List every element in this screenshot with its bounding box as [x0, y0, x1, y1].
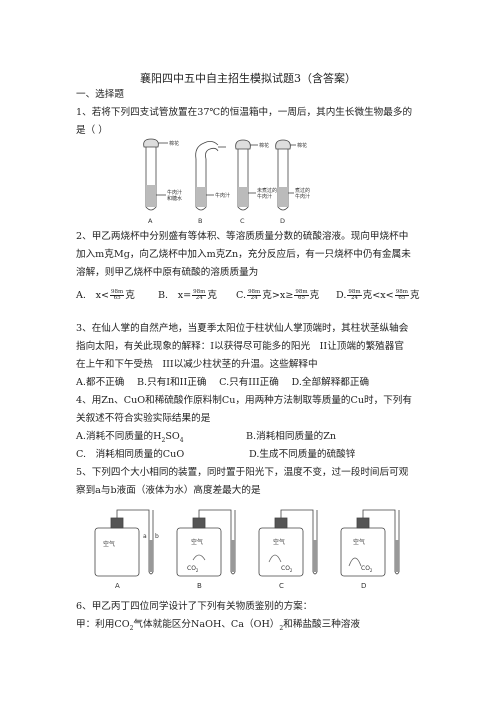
q3-line3: 在上午和下午受热 III以减少柱状茎的升温。这些解释中 [76, 359, 318, 370]
label-cotton-a: 棉花 [169, 140, 179, 147]
q2-a-den: 65 [113, 295, 121, 301]
bottle-a-air: 空气 [103, 540, 115, 548]
label-broth-c-1: 未煮过的 [257, 187, 277, 194]
label-broth-d-1: 煮过的 [295, 187, 310, 194]
q5-line1: 5、下列四个大小相同的装置，同时置于阳光下，温度不变，过一段时间后可观 [76, 467, 409, 478]
q2-line3: 溶解，则甲乙烧杯中原有硫酸的溶质质量为 [76, 267, 259, 278]
q2-d-mid: 克<x< [362, 290, 394, 301]
q6-line1: 6、甲乙丙丁四位同学设计了下列有关物质鉴别的方案： [76, 601, 313, 612]
bottle-d [340, 509, 400, 577]
bottle-label-a: A [115, 582, 120, 590]
q2-c-num1: 98m [247, 289, 262, 296]
bottle-d-co2: CO2 [361, 565, 373, 573]
q2-b-den: 24 [195, 295, 203, 301]
tube-label-d: D [280, 217, 285, 225]
q2-d-den1: 24 [351, 295, 359, 301]
q2-a-prefix: A. x< [76, 290, 110, 301]
tube-label-b: B [198, 217, 202, 225]
test-tubes-figure: 棉花 牛肉汁 和糖水 牛肉汁 棉花 未煮过的 牛肉汁 棉花 煮过的 牛肉汁 A … [143, 138, 310, 225]
q1-line2: 是（ ） [76, 125, 108, 136]
q2-c-suffix: 克 [309, 290, 320, 301]
q2-c-prefix: C. [236, 290, 247, 301]
q6-text-1: 甲：利用CO [76, 619, 130, 630]
q4-a-text: A.消耗不同质量的H [76, 431, 162, 442]
q4-option-d: D.生成不同质量的硫酸锌 [249, 449, 356, 460]
q2-d-prefix: D. [336, 290, 347, 301]
tube-label-a: A [148, 217, 153, 225]
label-broth-a: 牛肉汁 [167, 189, 182, 196]
bottle-label-c: C [279, 582, 284, 590]
q2-c-num2: 98m [294, 289, 309, 296]
label-cotton-d: 棉花 [297, 142, 307, 149]
q2-d-num2: 98m [394, 289, 409, 296]
q2-a-num: 98m [110, 289, 125, 296]
bottle-b-air: 空气 [191, 538, 203, 546]
q4-option-a: A.消耗不同质量的H2SO4 [76, 430, 184, 443]
q3-line2: 指向太阳，有关此现象的解释：I以获得尽可能多的阳光 II让顶端的繁殖器官 [76, 341, 404, 352]
label-broth-d-2: 牛肉汁 [295, 193, 310, 200]
q2-d-suffix: 克 [409, 290, 420, 301]
bottle-c-co2: CO2 [281, 565, 293, 573]
q2-b-prefix: B. x= [158, 290, 192, 301]
section-heading: 一、选择题 [76, 89, 124, 100]
bottle-c-air: 空气 [273, 538, 285, 546]
q2-a-suffix: 克 [125, 290, 135, 301]
q3-line1: 3、在仙人掌的自然产地，当夏季太阳位于柱状仙人掌顶端时，其柱状茎纵轴会 [76, 323, 409, 334]
q4-option-b: B.消耗相同质量的Zn [246, 431, 337, 442]
q4-option-c: C. 消耗相同质量的CuO [76, 449, 185, 460]
q6-line2: 甲：利用CO2气体就能区分NaOH、Ca（OH）2和稀盐酸三种溶液 [76, 618, 360, 631]
q4-line2: 关叙述不符合实验实际结果的是 [76, 413, 211, 424]
bottle-a-b-label: b [155, 533, 159, 540]
q2-d-num1: 98m [347, 289, 362, 296]
q2-c-den1: 24 [250, 295, 258, 301]
q2-b-num: 98m [192, 289, 207, 296]
q4-a-text-2: SO [165, 431, 180, 442]
q2-line1: 2、甲乙两烧杯中分别盛有等体积、等溶质质量分数的硫酸溶液。现向甲烧杯中 [76, 231, 409, 242]
bottle-label-b: B [197, 582, 202, 590]
q6-text-2: 气体就能区分NaOH、Ca（OH） [133, 619, 280, 630]
label-broth-a-2: 和糖水 [167, 195, 182, 202]
q4-a-sub-2: 4 [179, 436, 184, 444]
page-title: 襄阳四中五中自主招生模拟试题3（含答案） [140, 72, 356, 85]
q2-b-suffix: 克 [207, 290, 217, 301]
q5-line2: 察到a与b液面（液体为水）高度差最大的是 [76, 485, 261, 496]
q6-sub-1: 2 [129, 624, 134, 632]
q4-a-sub: 2 [161, 436, 166, 444]
label-broth-b: 牛肉汁 [215, 192, 230, 199]
q2-c-mid: 克>x≥ [262, 290, 294, 301]
label-cotton-c: 棉花 [259, 142, 269, 149]
bottle-c [258, 509, 318, 577]
bottle-d-air: 空气 [353, 538, 365, 546]
q6-text-3: 和稀盐酸三种溶液 [283, 619, 360, 630]
bottle-a [94, 509, 154, 577]
bottles-figure: 空气 空气 CO2 空气 CO2 空气 CO2 a b A B C D [94, 509, 400, 590]
q3-options: A.都不正确 B.只有I和II正确 C.只有III正确 D.全部解释都正确 [76, 377, 370, 388]
label-broth-c-2: 牛肉汁 [257, 193, 272, 200]
bottle-b [176, 509, 236, 577]
q6-sub-2: 2 [279, 624, 284, 632]
q2-line2: 加入m克Mg，向乙烧杯中加入m克Zn，充分反应后，有一只烧杯中仍有金属未 [76, 249, 411, 260]
q1-line1: 1、若将下列四支试管放置在37℃的恒温箱中，一周后，其内生长微生物最多的 [76, 107, 413, 118]
q2-c-den2: 65 [297, 295, 305, 301]
bottle-b-co2: CO2 [187, 565, 199, 573]
q2-d-den2: 65 [398, 295, 406, 301]
bottle-label-d: D [361, 582, 366, 590]
q4-line1: 4、用Zn、CuO和稀硫酸作原料制Cu，用两种方法制取等质量的Cu时，下列有 [76, 395, 412, 406]
tube-label-c: C [240, 217, 245, 225]
bottle-a-a-label: a [143, 533, 147, 540]
